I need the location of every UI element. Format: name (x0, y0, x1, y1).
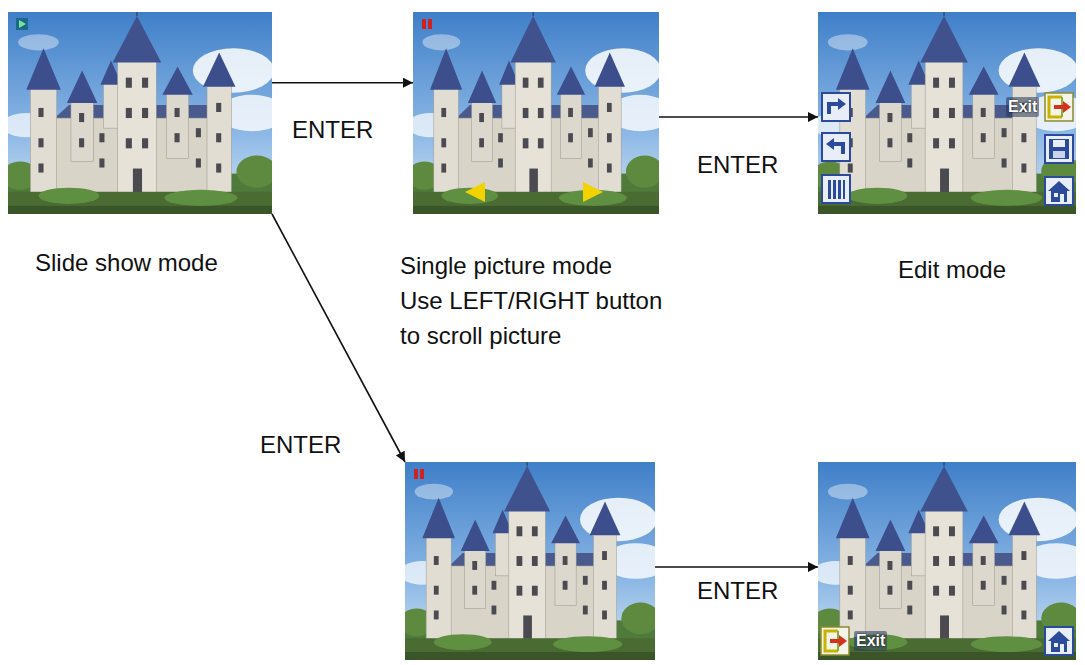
exit-label: Exit (854, 631, 887, 651)
screen-icon (1045, 135, 1073, 163)
screen-icon (1045, 93, 1073, 121)
screen-thumbnail: Edit modeExit (818, 12, 1076, 214)
screen-thumbnail: Exit (818, 462, 1076, 660)
screen-icon (422, 19, 432, 29)
mode-caption: Single picture mode (400, 248, 612, 283)
screen-icon (822, 175, 850, 203)
screen-thumbnail: Slide show mode (8, 12, 272, 214)
screen-icon (821, 627, 849, 655)
castle-photo (405, 462, 655, 660)
exit-label: Exit (1006, 97, 1039, 117)
screen-icon (822, 93, 850, 121)
castle-picture (413, 12, 659, 214)
enter-arrow (272, 82, 413, 84)
castle-picture (818, 462, 1076, 660)
mode-caption: Slide show mode (35, 245, 218, 280)
castle-picture (8, 12, 272, 214)
screen-thumbnail (405, 462, 655, 660)
enter-arrow (655, 566, 818, 568)
arrow-label: ENTER (695, 151, 780, 179)
enter-arrow (659, 116, 818, 118)
screen-thumbnail: Single picture modeUse LEFT/RIGHT button… (413, 12, 659, 214)
arrow-label: ENTER (695, 577, 780, 605)
enter-arrow (272, 214, 405, 462)
screen-icon (822, 133, 850, 161)
castle-photo (413, 12, 659, 214)
screen-icon (1045, 177, 1073, 205)
arrow-label: ENTER (290, 116, 375, 144)
castle-photo (8, 12, 272, 214)
screen-icon (583, 182, 603, 202)
mode-caption: Edit mode (898, 252, 1006, 287)
castle-picture (405, 462, 655, 660)
screen-icon (16, 18, 28, 30)
arrow-label: ENTER (258, 431, 343, 459)
mode-caption: Use LEFT/RIGHT button to scroll picture (400, 283, 678, 353)
screen-icon (465, 182, 485, 202)
screen-icon (1045, 627, 1073, 655)
castle-picture (818, 12, 1076, 214)
screen-icon (414, 469, 424, 479)
